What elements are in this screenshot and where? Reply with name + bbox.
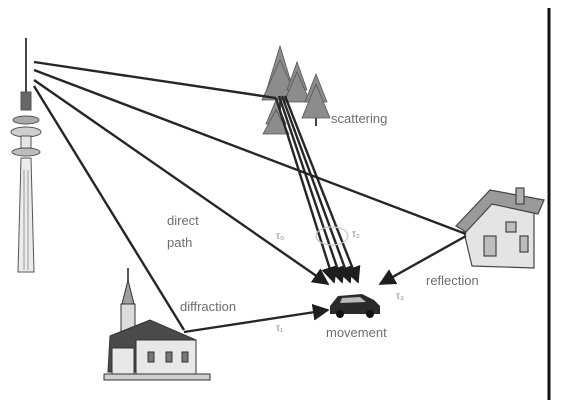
- diffraction-label: diffraction: [180, 299, 237, 314]
- ray-scatter-3: [280, 95, 353, 284]
- ray-direct-path: [33, 79, 330, 285]
- church-icon: [103, 268, 211, 381]
- ray-diffraction: [183, 303, 330, 334]
- ray-tower-to-trees: [33, 60, 277, 100]
- ray-tower-to-house: [33, 68, 467, 236]
- ray-reflection: [378, 234, 467, 286]
- house-icon: [455, 187, 545, 269]
- direct-label: direct: [167, 213, 199, 228]
- ray-scatter-2: [277, 95, 346, 284]
- tau0-label: τ₀: [276, 231, 285, 242]
- movement-label: movement: [326, 325, 387, 340]
- reflection-label: reflection: [426, 273, 479, 288]
- ray-scatter-1: [274, 97, 338, 284]
- ray-tower-to-church: [32, 85, 186, 331]
- radio-tower-icon: [10, 38, 42, 273]
- tau2-label: τ₂: [352, 229, 360, 240]
- propagation-rays: [32, 60, 467, 334]
- car-icon: [330, 294, 380, 318]
- tau1-label: τ₁: [276, 323, 284, 334]
- tau3-label: τ₃: [396, 291, 405, 302]
- ray-scatter-4: [283, 95, 361, 284]
- scattering-label: scattering: [331, 111, 388, 126]
- delay-ellipse: [315, 226, 349, 246]
- path-label: path: [167, 235, 193, 250]
